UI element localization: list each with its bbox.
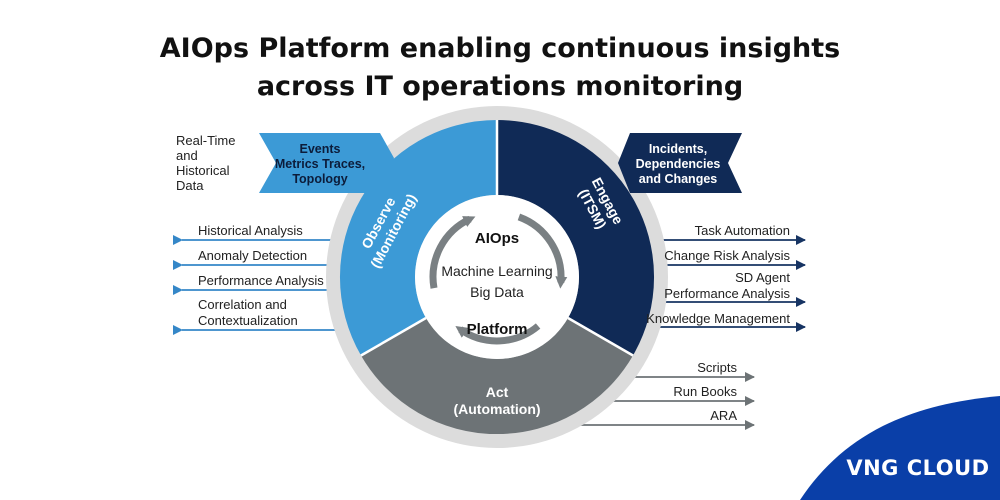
output-correlation-line-1: Correlation and xyxy=(198,297,287,312)
events-banner xyxy=(259,133,394,193)
output-sd-agent-line-2: Performance Analysis xyxy=(664,286,790,301)
cycle-arrows xyxy=(429,213,568,345)
events-banner-line-1: Events xyxy=(300,142,341,156)
real-time-line-2: and xyxy=(176,148,198,163)
cycle-arrow-icon xyxy=(429,215,476,289)
cycle-arrow-icon xyxy=(455,323,541,345)
inner-core xyxy=(415,195,579,359)
act-label-line-2: (Automation) xyxy=(453,401,540,417)
act-label: Act (Automation) xyxy=(453,384,540,417)
output-task-automation: Task Automation xyxy=(695,223,790,238)
output-historical-analysis: Historical Analysis xyxy=(198,223,303,238)
title-line-2: across IT operations monitoring xyxy=(256,71,744,102)
segment-divider xyxy=(360,316,427,357)
output-change-risk-analysis: Change Risk Analysis xyxy=(664,248,790,263)
real-time-line-4: Data xyxy=(176,178,204,193)
logo-background xyxy=(800,396,1000,500)
output-run-books: Run Books xyxy=(673,384,737,399)
real-time-line-3: Historical xyxy=(176,163,230,178)
output-sd-agent-line-1: SD Agent xyxy=(735,270,790,285)
incidents-banner-line-2: Dependencies xyxy=(636,157,721,171)
output-correlation-line-2: Contextualization xyxy=(198,313,298,328)
incidents-banner-line-1: Incidents, xyxy=(649,142,707,156)
cycle-segments xyxy=(339,119,655,435)
segment-engage xyxy=(497,119,655,356)
core-line-ml: Machine Learning xyxy=(441,263,552,279)
segment-divider xyxy=(567,316,634,357)
title-line-1: AIOps Platform enabling continuous insig… xyxy=(159,33,841,64)
cycle-arrow-icon xyxy=(517,213,568,289)
output-scripts: Scripts xyxy=(697,360,737,375)
output-anomaly-detection: Anomaly Detection xyxy=(198,248,307,263)
incidents-banner-line-3: and Changes xyxy=(639,172,718,186)
logo-text: VNG CLOUD xyxy=(846,456,989,480)
page-title: AIOps Platform enabling continuous insig… xyxy=(0,30,1000,106)
core-title: AIOps xyxy=(475,230,519,247)
vng-cloud-logo: VNG CLOUD xyxy=(800,396,1000,500)
output-performance-analysis: Performance Analysis xyxy=(198,273,324,288)
segment-act xyxy=(361,318,633,435)
events-banner-line-2: Metrics Traces, xyxy=(275,157,365,171)
events-banner-line-3: Topology xyxy=(292,172,347,186)
incidents-banner xyxy=(618,133,742,193)
output-knowledge-management: Knowledge Management xyxy=(646,311,790,326)
real-time-line-1: Real-Time xyxy=(176,133,235,148)
core-line-bigdata: Big Data xyxy=(470,284,524,300)
act-label-line-1: Act xyxy=(486,384,509,400)
core-platform: Platform xyxy=(467,321,528,338)
output-ara: ARA xyxy=(710,408,737,423)
